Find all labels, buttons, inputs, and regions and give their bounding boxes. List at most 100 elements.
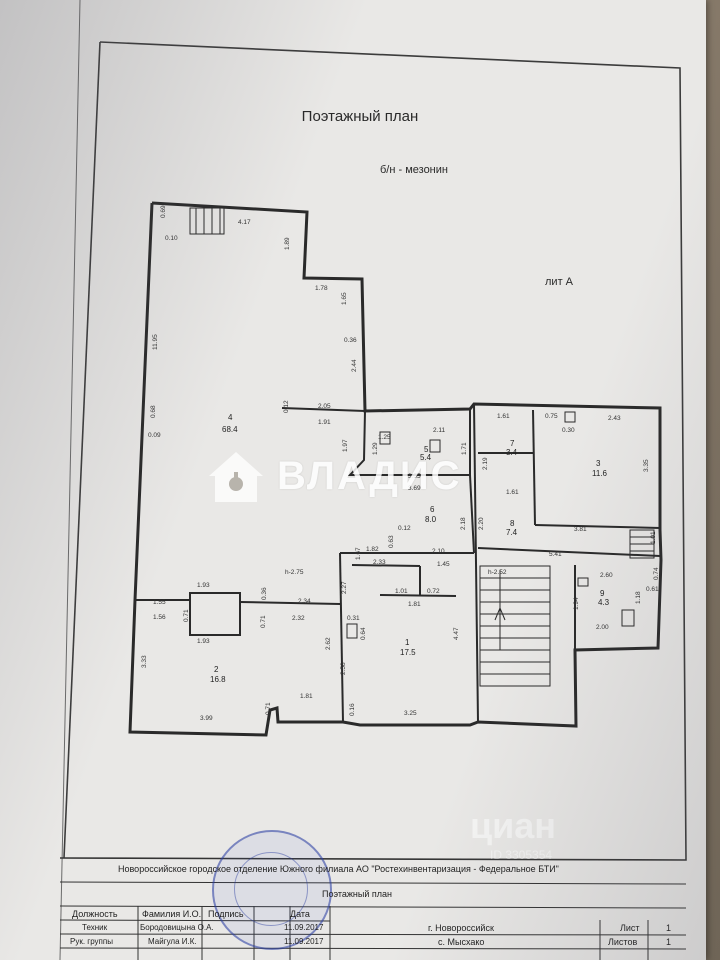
row2-date: 11.09.2017 — [284, 937, 324, 946]
dimension-label: 1.78 — [315, 285, 328, 292]
dimension-label: 3.33 — [141, 655, 148, 668]
dimension-label: 0.61 — [646, 586, 659, 593]
dimension-label: 2.27 — [341, 581, 348, 594]
room-8-area: 7.4 — [506, 528, 518, 537]
dimension-label: 1.82 — [366, 546, 379, 553]
dimension-label: 0.69 — [160, 205, 167, 218]
room-6-number: 6 — [430, 505, 435, 514]
row1-role: Техник — [82, 923, 108, 932]
inner-walls — [135, 403, 661, 723]
sheets-label: Листов — [608, 937, 638, 947]
dimension-label: 2.05 — [318, 403, 331, 410]
dimension-label: 2.19 — [482, 457, 489, 470]
cian-watermark-id: ID 3305354 — [490, 848, 553, 862]
dimension-label: 0.71 — [183, 609, 190, 622]
room-9-area: 4.3 — [598, 598, 610, 607]
dimension-label: 1.91 — [318, 419, 331, 426]
dimension-label: 0.36 — [344, 337, 357, 344]
dimension-label: 0.12 — [283, 400, 290, 413]
dimension-label: 3.25 — [404, 710, 417, 717]
fixtures — [346, 411, 635, 639]
room-2-number: 2 — [214, 665, 219, 674]
room-7-area: 3.4 — [506, 448, 518, 457]
official-stamp — [212, 830, 332, 950]
sheets-value: 1 — [666, 937, 672, 947]
sheet-label: Лист — [620, 923, 640, 933]
dimension-label: 1.65 — [341, 292, 348, 305]
dimension-label: 1.45 — [437, 561, 450, 568]
city: г. Новороссийск — [428, 923, 494, 933]
dimension-label: 1.93 — [197, 582, 210, 589]
dimension-label: 0.71 — [265, 702, 272, 715]
sheet-left-edge — [59, 0, 81, 960]
cian-watermark: циан — [470, 805, 557, 846]
dimension-label: 0.36 — [261, 587, 268, 600]
dimension-label: 0.68 — [150, 405, 157, 418]
room-5-number: 5 — [424, 445, 429, 454]
column-block — [189, 592, 241, 636]
building-letter: лит А — [545, 276, 573, 288]
dimension-label: 0.75 — [545, 413, 558, 420]
room-4-number: 4 — [228, 413, 233, 422]
dimension-label: 2.44 — [351, 359, 358, 372]
dimension-label: 3.35 — [643, 459, 650, 472]
dimension-label: 11.95 — [152, 334, 159, 350]
header-date: Дата — [290, 909, 310, 919]
dimension-label: 0.71 — [260, 615, 267, 628]
dimension-label: 2.00 — [596, 624, 609, 631]
dimension-label: 2.62 — [325, 637, 332, 650]
dimension-label: 0.10 — [165, 235, 178, 242]
stamp-center — [234, 852, 308, 926]
dimension-label: 1.61 — [506, 489, 519, 496]
organization-name: Новороссийское городское отделение Южног… — [118, 864, 559, 874]
dimension-label: 1.55 — [153, 599, 166, 606]
dimension-label: 0.63 — [388, 535, 395, 548]
room-4-area: 68.4 — [222, 425, 238, 434]
room-5-area: 5.4 — [420, 453, 432, 462]
room-8-number: 8 — [510, 519, 515, 528]
dimension-label: 1.94 — [573, 597, 580, 610]
room-9-number: 9 — [600, 589, 605, 598]
dimension-label: 1.25 — [378, 434, 391, 441]
header-name: Фамилия И.О. — [142, 909, 202, 919]
dimension-label: 2.43 — [608, 415, 621, 422]
sheet-value: 1 — [666, 923, 672, 933]
dimension-label: 1.01 — [395, 588, 408, 595]
dimension-label: 1.71 — [461, 442, 468, 455]
room-1-area: 17.5 — [400, 648, 416, 657]
dimension-label: 0.64 — [360, 627, 367, 640]
room-3-number: 3 — [596, 459, 601, 468]
header-signature: Подпись — [208, 909, 244, 919]
row1-name: Бородовицына О.А. — [140, 923, 214, 932]
dimension-label: 2.58 — [340, 662, 347, 675]
dimension-label: 0.74 — [653, 567, 660, 580]
dimension-label: 2.60 — [600, 572, 613, 579]
dimension-label: 1.01 — [650, 531, 657, 544]
dimension-label: 1.93 — [197, 638, 210, 645]
dimension-label: 0.12 — [398, 525, 411, 532]
dimension-label: 1.56 — [153, 614, 166, 621]
room-6-area: 8.0 — [425, 515, 437, 524]
row2-name: Майгула И.К. — [148, 937, 197, 946]
dimension-label: 2.33 — [373, 559, 386, 566]
dimension-label: 3.69 — [408, 485, 421, 492]
dimension-label: 2.10 — [432, 548, 445, 555]
dimension-label: 2.20 — [478, 517, 485, 530]
room-1-number: 1 — [405, 638, 410, 647]
dimension-label: 1.97 — [342, 439, 349, 452]
dimension-label: 0.30 — [562, 427, 575, 434]
header-position: Должность — [72, 909, 118, 919]
room-3-area: 11.6 — [592, 469, 608, 478]
title-block-plan-name: Поэтажный план — [322, 889, 392, 899]
dimension-label: 1.89 — [284, 237, 291, 250]
dimension-label: 1.67 — [355, 547, 362, 560]
row2-role: Рук. группы — [70, 937, 113, 946]
dimension-label: 2.18 — [460, 517, 467, 530]
dimension-label: 1.18 — [635, 591, 642, 604]
plan-title: Поэтажный план — [301, 108, 419, 125]
